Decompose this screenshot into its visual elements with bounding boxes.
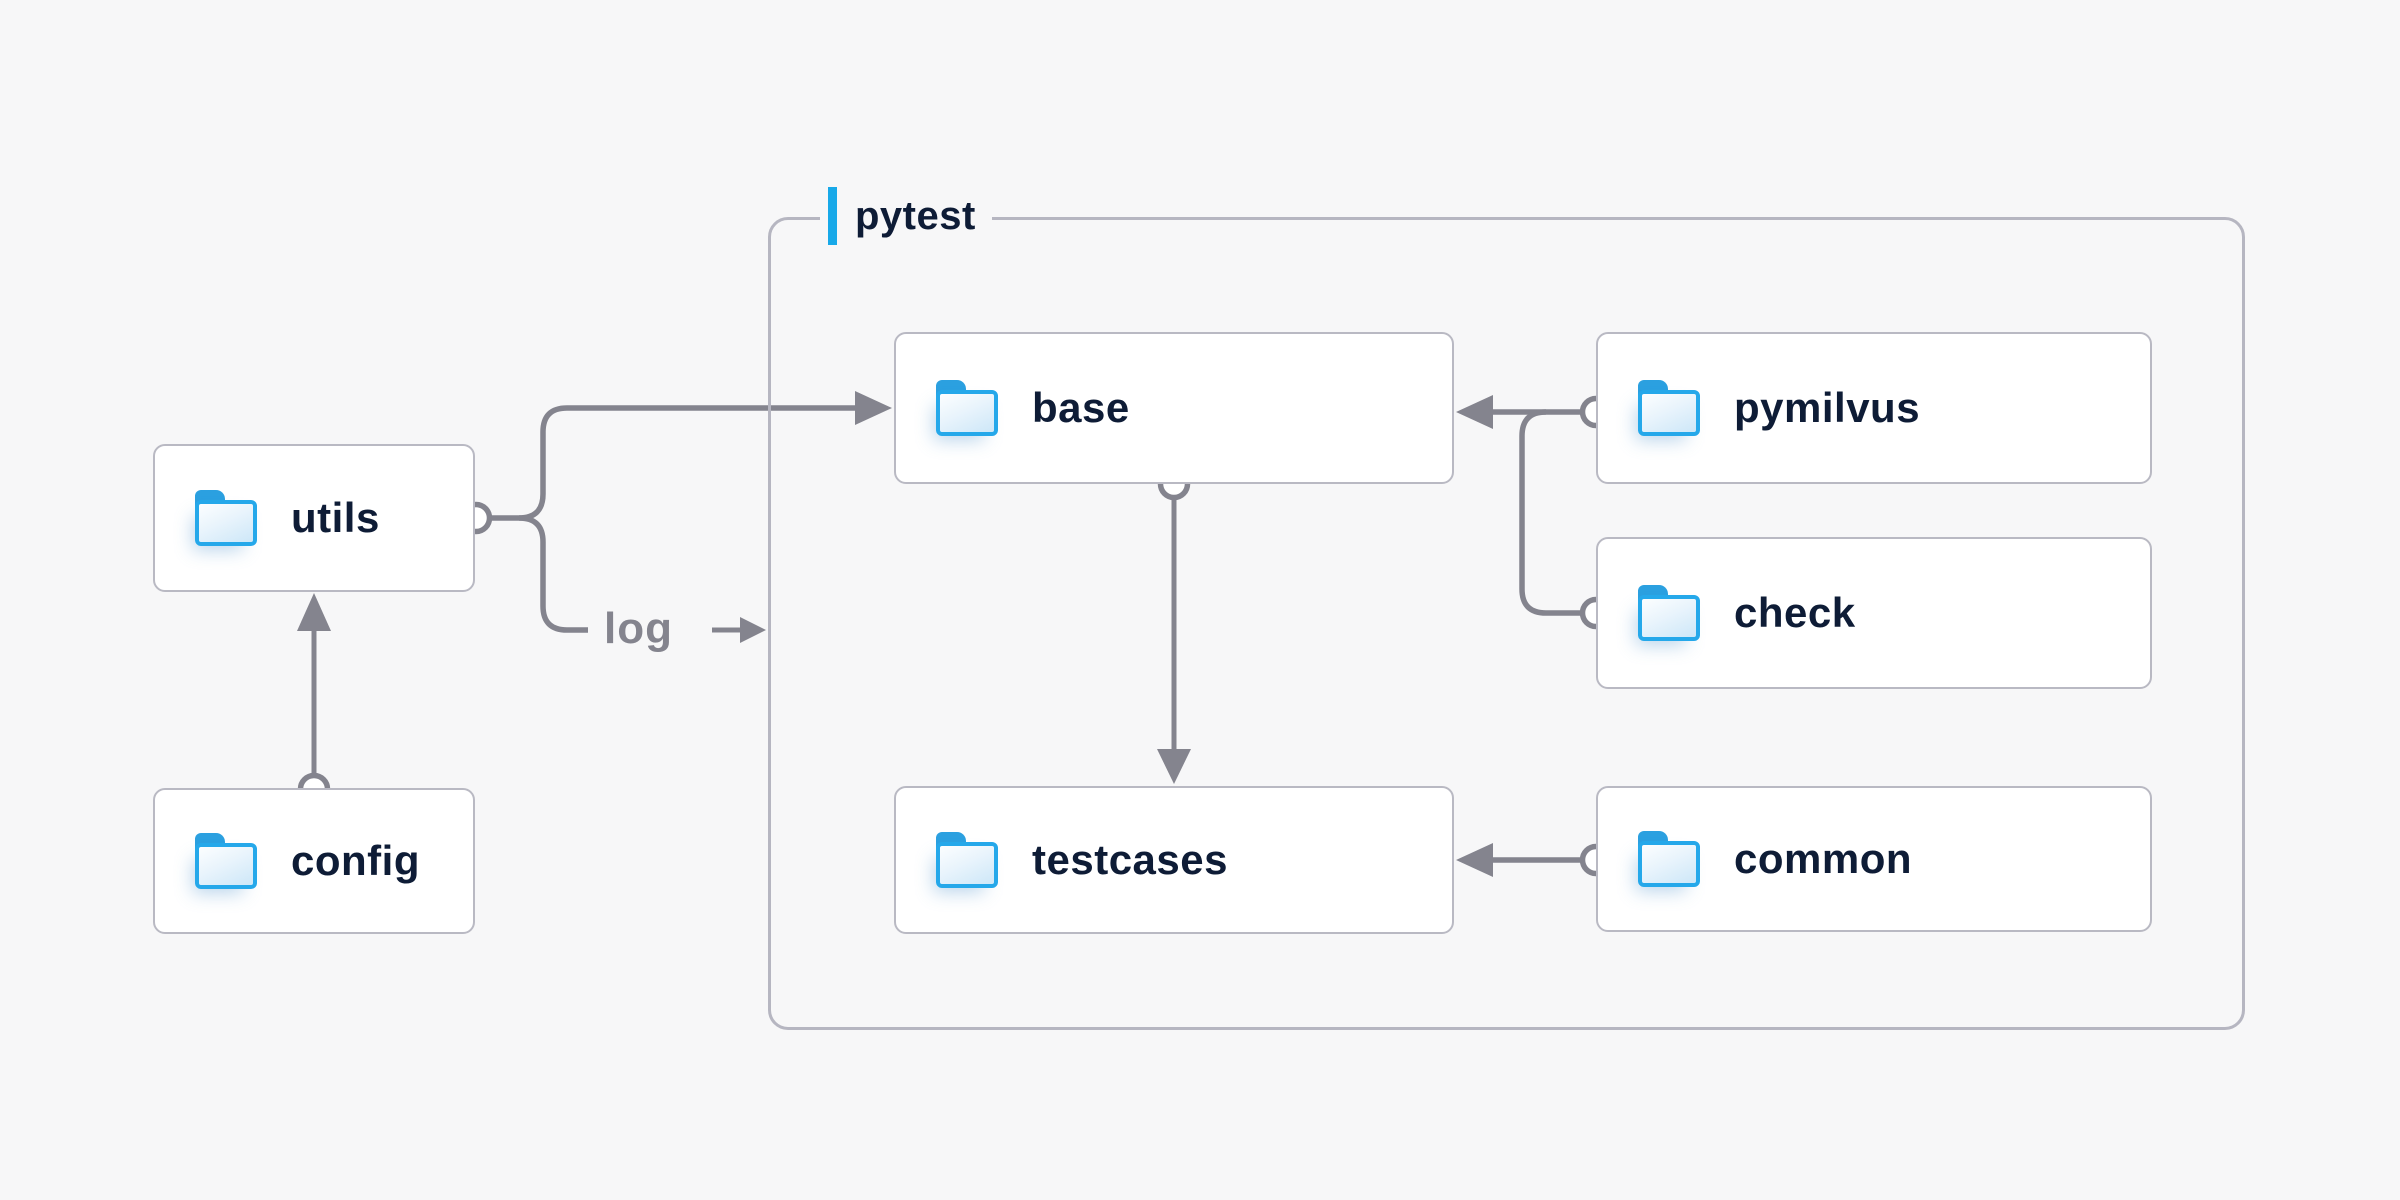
node-label: utils <box>291 494 380 541</box>
node-testcases: testcases <box>894 786 1454 934</box>
node-label: pymilvus <box>1734 384 1921 431</box>
node-utils: utils <box>153 444 475 592</box>
node-check: check <box>1596 537 2152 689</box>
folder-icon <box>195 490 259 546</box>
node-common: common <box>1596 786 2152 932</box>
node-pymilvus: pymilvus <box>1596 332 2152 484</box>
log-annotation: log <box>604 604 673 653</box>
node-label: base <box>1032 384 1130 431</box>
folder-icon <box>1638 585 1702 641</box>
folder-icon <box>1638 380 1702 436</box>
folder-icon <box>1638 831 1702 887</box>
node-config: config <box>153 788 475 934</box>
node-base: base <box>894 332 1454 484</box>
node-label: testcases <box>1032 836 1228 883</box>
group-label-text: pytest <box>855 193 976 238</box>
node-label: config <box>291 837 420 884</box>
folder-icon <box>936 832 1000 888</box>
folder-icon <box>195 833 259 889</box>
pytest-group-box <box>768 217 2245 1030</box>
node-label: check <box>1734 589 1856 636</box>
accent-bar-icon <box>828 187 837 245</box>
node-label: common <box>1734 835 1913 882</box>
edge-config-utils <box>297 593 331 806</box>
log-arrow-right-icon <box>712 617 766 643</box>
folder-icon <box>936 380 1000 436</box>
pytest-group-label: pytest <box>820 186 992 246</box>
